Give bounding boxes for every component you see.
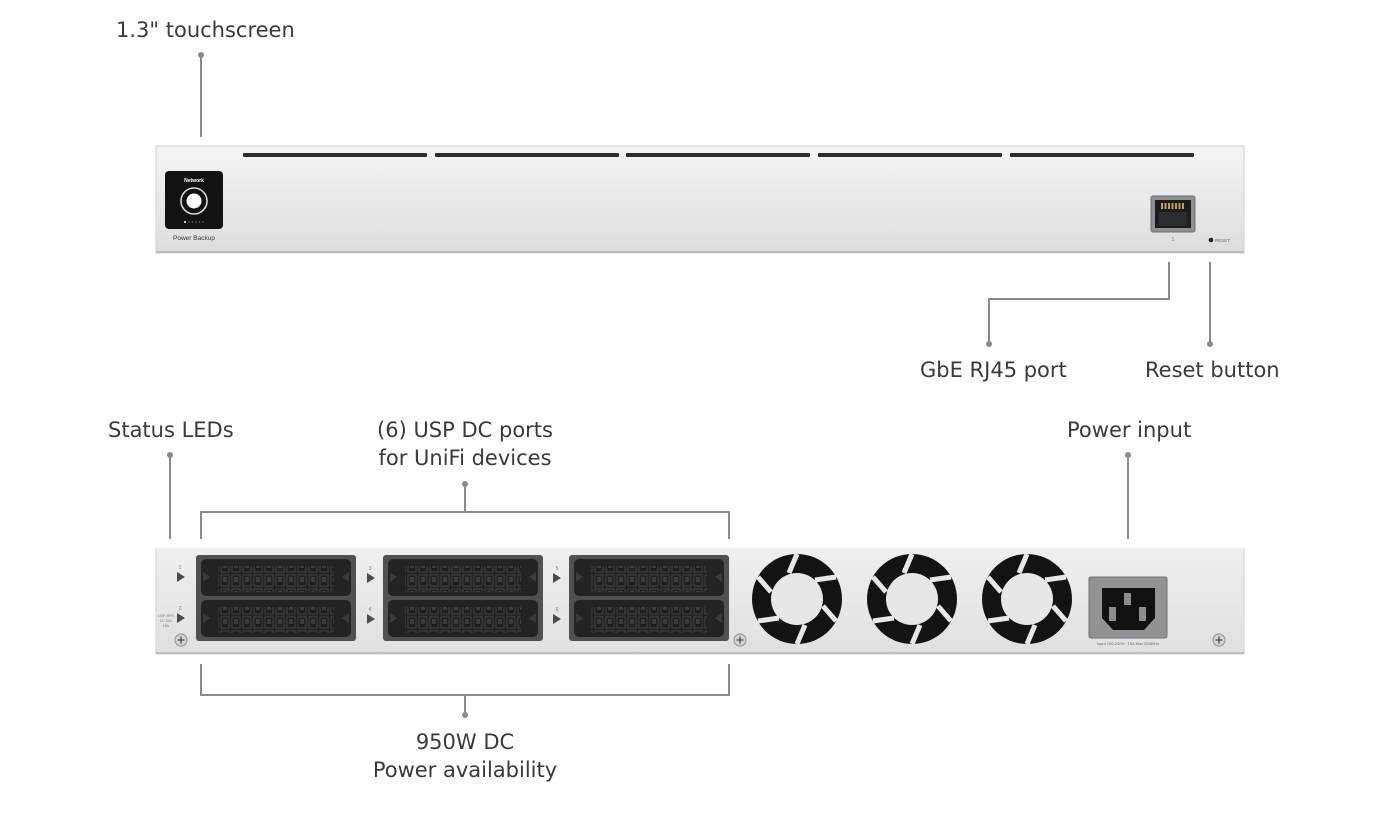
screen-ring-icon [180, 187, 208, 215]
led-fine-print-3: 18A [163, 624, 170, 628]
dc-power-bracket [200, 664, 730, 715]
callout-dots [167, 52, 1213, 718]
fan-3 [982, 553, 1072, 645]
screw-icon [1212, 633, 1226, 647]
rear-panel: 1 2 USP-RPS DC 54V 18A 3 4 [155, 547, 1245, 655]
screen-caption: Power Backup [173, 235, 215, 242]
led-fine-print-1: USP-RPS [158, 614, 174, 618]
led-fine-print-2: DC 54V [160, 619, 173, 623]
power-input-label: Power input [1067, 418, 1192, 442]
power-fine-print: Input 100-240V~ 10A Max 50/60Hz [1097, 641, 1159, 646]
fan-1 [752, 553, 842, 645]
status-leds-label: Status LEDs [108, 418, 234, 442]
led-arrow-icon [177, 613, 185, 623]
usp-port-block-2[interactable] [383, 555, 543, 641]
dc-power-label-line1: 950W DC [415, 730, 515, 754]
port-arrow-icon [553, 614, 561, 624]
dc-power-label-line2: Power availability [372, 758, 558, 782]
status-leds: 1 2 USP-RPS DC 54V 18A [158, 565, 185, 628]
port-numbers-3: 5 6 [553, 566, 561, 624]
usp-ports-label-line2: for UniFi devices [378, 446, 552, 470]
screen-title: Network [184, 178, 204, 184]
reset-button-label: Reset button [1145, 358, 1280, 382]
port-arrow-icon [553, 573, 561, 583]
rj45-callout-line [988, 262, 1170, 344]
rj45-contacts [1161, 203, 1184, 209]
usp-ports-bracket [200, 484, 730, 539]
screw-icon [174, 633, 188, 647]
usp-ports-label-line1: (6) USP DC ports [377, 418, 553, 442]
port-number-5: 5 [556, 566, 559, 572]
port-arrow-icon [367, 573, 375, 583]
power-input-socket[interactable]: Input 100-240V~ 10A Max 50/60Hz [1088, 576, 1168, 646]
rj45-port-number: 1 [1172, 237, 1175, 243]
callout-lines [169, 55, 1211, 715]
usp-port-block-1[interactable] [196, 555, 356, 641]
front-vent-slots [243, 153, 1194, 157]
reset-button[interactable]: RESET [1208, 237, 1231, 243]
screen-page-dots [184, 221, 204, 223]
rj45-port[interactable]: 1 [1150, 195, 1196, 243]
port-number-4: 4 [369, 607, 372, 613]
led-label-2: 2 [179, 606, 182, 612]
port-number-6: 6 [556, 607, 559, 613]
screw-icon [733, 633, 747, 647]
port-numbers-2: 3 4 [367, 566, 375, 624]
usp-port-block-3[interactable] [569, 555, 729, 641]
touchscreen-display[interactable]: Network Power Backup [165, 171, 223, 242]
fan-2 [867, 553, 957, 645]
front-panel: Network Power Backup 1 [155, 145, 1245, 254]
port-arrow-icon [367, 614, 375, 624]
touchscreen-label: 1.3" touchscreen [116, 18, 295, 42]
led-arrow-icon [177, 572, 185, 582]
reset-text: RESET [1215, 238, 1230, 243]
led-label-1: 1 [179, 565, 182, 571]
rj45-port-label: GbE RJ45 port [920, 358, 1067, 382]
port-number-3: 3 [369, 566, 372, 572]
